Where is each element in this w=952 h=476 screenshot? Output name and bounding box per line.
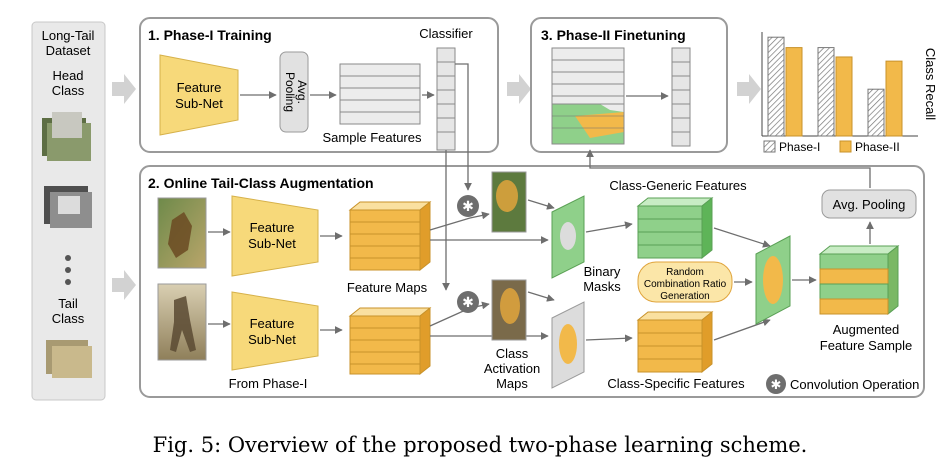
cam-label-2: Activation	[484, 361, 540, 376]
svg-text:Pooling: Pooling	[283, 72, 297, 112]
augmented-feature-sample	[818, 244, 900, 316]
legend-phase2-swatch	[839, 140, 852, 153]
svg-text:Avg.: Avg.	[295, 80, 309, 104]
svg-text:Avg. Pooling: Avg. Pooling	[833, 197, 906, 212]
legend-phase1-swatch	[763, 140, 776, 153]
binary-masks-label-2: Masks	[583, 279, 621, 294]
augment-title: 2. Online Tail-Class Augmentation	[148, 175, 374, 191]
svg-text:✱: ✱	[462, 294, 474, 310]
legend-phase2-label: Phase-II	[855, 140, 900, 154]
class-specific-features	[636, 310, 714, 374]
binary-mask-top	[551, 195, 585, 279]
svg-text:Feature: Feature	[177, 80, 222, 95]
recall-bars	[767, 36, 903, 137]
sample-features-label: Sample Features	[323, 130, 422, 145]
cam-label-3: Maps	[496, 376, 528, 391]
recall-bar-phase1	[767, 36, 785, 137]
cam-top	[491, 171, 527, 233]
feature-maps-label: Feature Maps	[347, 280, 428, 295]
feature-maps-bottom	[348, 306, 432, 376]
tail-class-images	[46, 340, 92, 378]
recall-bar-phase1	[867, 88, 885, 137]
recall-ylabel: Class Recall	[923, 48, 938, 120]
figure-caption: Fig. 5: Overview of the proposed two-pha…	[153, 433, 808, 457]
sample-features-grid	[339, 63, 421, 125]
recall-bar-phase1	[817, 47, 835, 137]
phase2-classifier	[671, 47, 691, 147]
phase1-avg-pool	[279, 51, 309, 133]
recall-bar-phase2	[785, 47, 803, 137]
svg-text:Feature: Feature	[250, 220, 295, 235]
cam-label-1: Class	[496, 346, 529, 361]
recall-bar-phase2	[885, 60, 903, 137]
phase1-feature-subnet	[159, 54, 239, 136]
head-class-label-2: Class	[52, 83, 85, 98]
input-photo-bottom	[157, 283, 207, 361]
dataset-title-2: Dataset	[46, 43, 91, 58]
phase2-box: 3. Phase-II Finetuning	[530, 17, 728, 153]
svg-text:✱: ✱	[462, 198, 474, 214]
ellipsis-dots	[65, 255, 71, 285]
input-photo-top	[157, 197, 207, 269]
augmentation-box: 2. Online Tail-Class Augmentation Featur…	[139, 63, 925, 398]
class-generic-features	[636, 196, 714, 260]
head-class-images	[42, 112, 92, 228]
svg-text:Feature: Feature	[250, 316, 295, 331]
augmented-label-2: Feature Sample	[820, 338, 913, 353]
phase1-title: 1. Phase-I Training	[148, 27, 272, 43]
combined-mask	[755, 235, 791, 325]
random-ratio-box: Random Combination Ratio Generation	[637, 261, 733, 303]
conv-legend-label: Convolution Operation	[790, 377, 919, 392]
svg-text:✱: ✱	[771, 377, 782, 392]
convolution-bottom: ✱	[457, 291, 479, 313]
svg-text:Sub-Net: Sub-Net	[248, 332, 296, 347]
augmented-label-1: Augmented	[833, 322, 900, 337]
recall-bar-phase2	[835, 56, 853, 137]
tail-class-label-2: Class	[52, 311, 85, 326]
binary-mask-bottom	[551, 301, 585, 389]
svg-text:Sub-Net: Sub-Net	[248, 236, 296, 251]
phase2-feature-stack	[551, 47, 625, 145]
cam-bottom	[491, 279, 527, 341]
legend-phase1-label: Phase-I	[779, 140, 820, 154]
tail-class-label-1: Tail	[58, 296, 78, 311]
from-phase1-label: From Phase-I	[229, 376, 308, 391]
dataset-title-1: Long-Tail	[42, 28, 95, 43]
svg-text:Generation: Generation	[660, 291, 709, 302]
svg-text:Random: Random	[666, 267, 704, 278]
feature-maps-top	[348, 200, 432, 272]
conv-legend: ✱ Convolution Operation	[766, 374, 919, 394]
convolution-top: ✱	[457, 195, 479, 217]
classifier-column	[436, 47, 456, 151]
head-class-label-1: Head	[52, 68, 83, 83]
input-arrows	[112, 74, 761, 300]
classifier-label: Classifier	[419, 26, 473, 41]
binary-masks-label-1: Binary	[584, 264, 621, 279]
class-specific-label: Class-Specific Features	[607, 376, 745, 391]
augment-feature-subnet-top	[231, 195, 319, 277]
dataset-column: Long-Tail Dataset Head Class Tail Class	[31, 21, 106, 401]
augment-feature-subnet-bottom	[231, 291, 319, 371]
svg-text:Sub-Net: Sub-Net	[175, 96, 223, 111]
recall-chart: Class Recall Phase-I Phase-II	[761, 32, 938, 154]
augment-avg-pool	[821, 189, 917, 219]
phase2-title: 3. Phase-II Finetuning	[541, 27, 686, 43]
svg-text:Combination Ratio: Combination Ratio	[644, 279, 727, 290]
phase1-box: 1. Phase-I Training Feature Sub-Net Avg.…	[139, 17, 499, 153]
class-generic-label: Class-Generic Features	[609, 178, 747, 193]
